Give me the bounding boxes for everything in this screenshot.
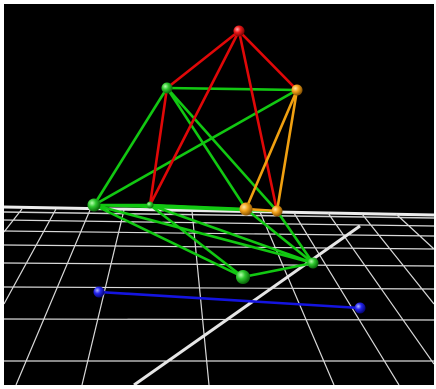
node-green[interactable] [236,270,250,284]
edge-blue [97,290,362,310]
grid-line [4,219,434,227]
edge-green [148,203,245,279]
edge-red [148,86,169,207]
edge-green [92,88,299,207]
grid-axis-line [133,224,361,385]
edge-green [165,86,279,213]
scene-background [4,4,434,385]
node-green[interactable] [87,198,101,212]
edge-green [92,203,315,265]
edge-green [165,86,299,92]
grid-line [4,286,434,290]
node-red[interactable] [233,25,245,37]
grid-line [327,212,434,365]
edge-orange [275,88,299,213]
node-orange[interactable] [271,205,283,217]
grid-line [4,244,434,250]
grid-line [4,230,434,237]
edge-orange [244,88,299,211]
edge-red [237,29,299,92]
edge-green [148,203,315,265]
edge-red [165,29,241,90]
node-blue[interactable] [354,302,366,314]
edge-green [92,86,169,207]
node-blue[interactable] [93,286,105,298]
grid-line [81,209,125,385]
node-green[interactable] [307,257,319,269]
grid-line [4,318,434,321]
node-orange[interactable] [291,84,303,96]
graph-edges [92,29,362,310]
graph-3d-scene[interactable] [4,4,434,385]
edge-green [92,203,245,279]
grid-line [4,211,434,219]
grid-line [4,208,57,305]
node-green[interactable] [161,82,173,94]
graph-nodes [87,25,366,314]
grid-line [395,213,434,250]
edge-red [148,29,241,207]
edge-red [237,29,279,213]
node-orange[interactable] [239,202,253,216]
grid-line [259,211,335,385]
edge-green [244,207,315,265]
grid-horizon-line [4,205,434,217]
edge-green [275,209,315,265]
edge-green [165,86,248,211]
grid-line [361,213,434,305]
node-green[interactable] [146,201,154,209]
edge-green [241,261,315,279]
grid-line [293,212,400,385]
grid-line [4,208,23,233]
grid-line [15,209,91,385]
